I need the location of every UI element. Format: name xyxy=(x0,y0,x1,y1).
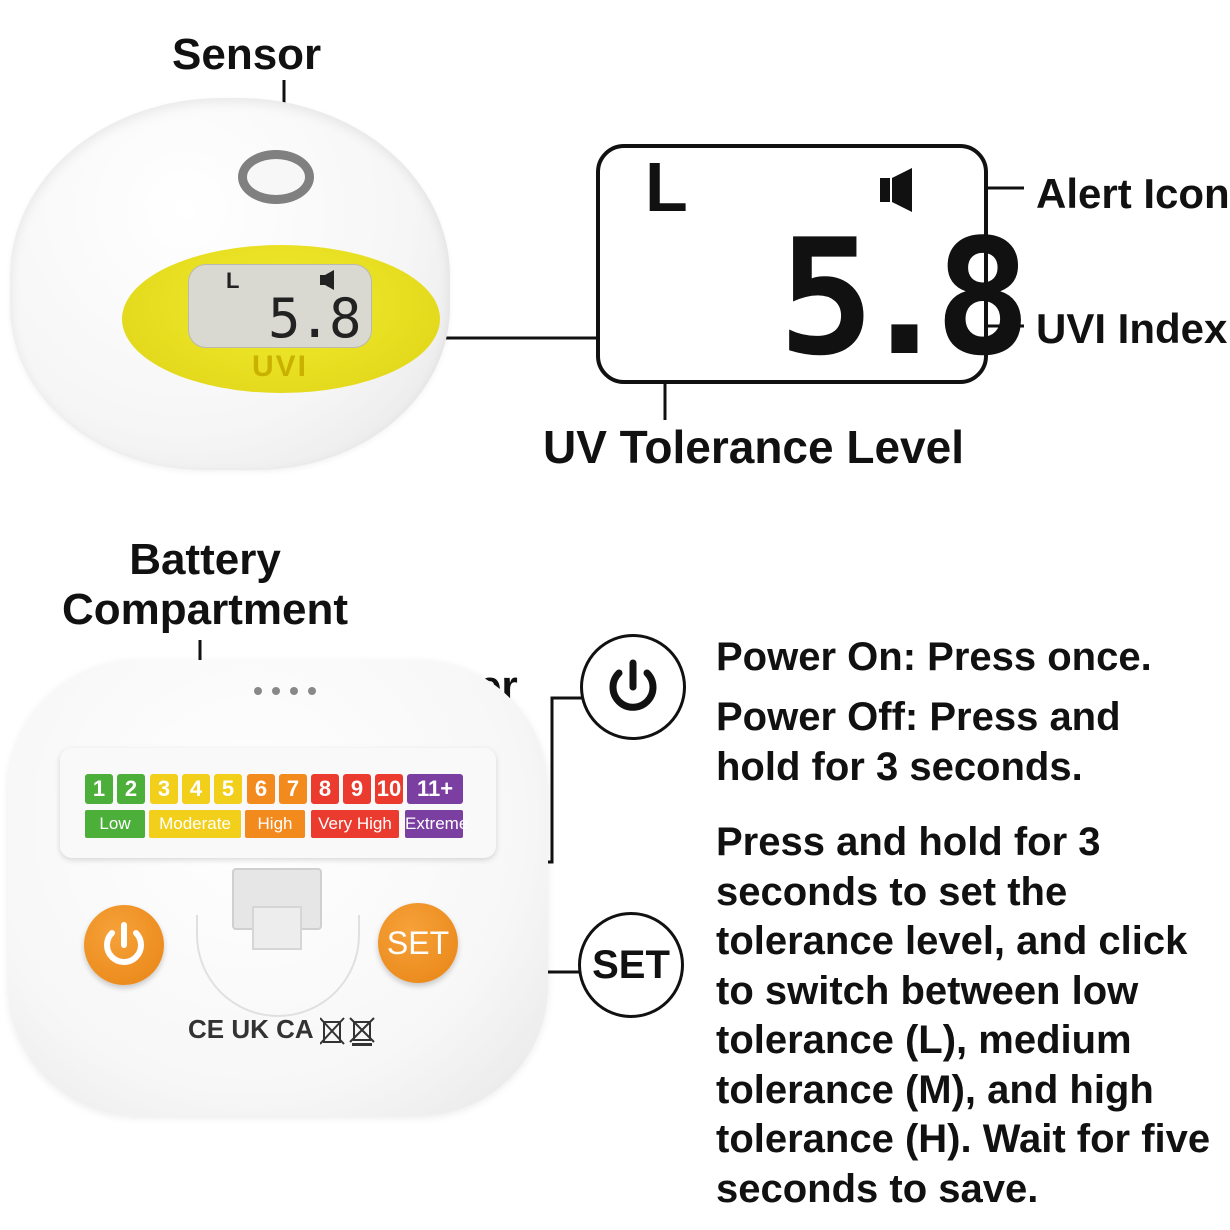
buzzer-hole xyxy=(308,687,316,695)
weee-bin-icon xyxy=(319,1017,375,1047)
uv-scale-number: 3 xyxy=(150,774,178,804)
alert-icon-label: Alert Icon xyxy=(1036,170,1230,217)
uvi-value: 5.8 xyxy=(778,204,1031,391)
uv-sensor xyxy=(238,150,314,204)
certification-marks: CE UK CA xyxy=(188,1014,380,1047)
sensor-label: Sensor xyxy=(172,30,322,79)
uv-scale-number: 5 xyxy=(214,774,242,804)
uv-scale-category: Moderate xyxy=(149,810,241,838)
speaker-icon xyxy=(318,270,340,295)
set-callout: SET xyxy=(578,912,684,1018)
power-button[interactable] xyxy=(84,905,164,985)
set-instruction: Press and hold for 3 seconds to set the … xyxy=(716,820,1211,1211)
uv-scale-number: 8 xyxy=(311,774,339,804)
uv-scale-category: Low xyxy=(85,810,145,838)
buzzer-hole xyxy=(254,687,262,695)
uv-tolerance-level-label: UV Tolerance Level xyxy=(543,421,964,473)
speaker-icon xyxy=(878,168,916,217)
uv-scale-number: 11+ xyxy=(407,774,463,804)
uv-scale-number: 10 xyxy=(375,774,403,804)
set-button[interactable]: SET xyxy=(378,903,458,983)
buzzer-hole xyxy=(272,687,280,695)
battery-compartment-label: Battery Compartment xyxy=(61,535,349,634)
uv-scale-category: High xyxy=(245,810,305,838)
uv-scale-category: Extreme xyxy=(405,810,468,838)
buzzer-hole xyxy=(290,687,298,695)
uvi-print: UVI xyxy=(252,350,309,383)
battery-slot-inner xyxy=(252,906,302,950)
uv-scale-category: Very High xyxy=(311,810,399,838)
uv-scale-number: 6 xyxy=(247,774,275,804)
device-lcd xyxy=(188,264,372,348)
lcd-zoom-display xyxy=(596,144,988,384)
power-icon xyxy=(104,922,144,966)
power-off-instruction: Power Off: Press and hold for 3 seconds. xyxy=(716,695,1121,789)
uvi-index-label: UVI Index xyxy=(1036,305,1228,352)
uv-scale-number: 7 xyxy=(279,774,307,804)
uv-scale-number: 9 xyxy=(343,774,371,804)
device-tolerance-indicator: L xyxy=(226,268,240,293)
uv-scale-number: 1 xyxy=(85,774,113,804)
device-uvi-value: 5.8 xyxy=(268,287,362,350)
uv-scale-number: 2 xyxy=(117,774,145,804)
uv-scale-number: 4 xyxy=(182,774,210,804)
power-callout xyxy=(580,634,686,740)
power-on-instruction: Power On: Press once. xyxy=(716,635,1152,679)
power-icon xyxy=(609,659,657,711)
tolerance-indicator: L xyxy=(645,148,688,226)
certification-text: CE UK CA xyxy=(188,1014,313,1044)
